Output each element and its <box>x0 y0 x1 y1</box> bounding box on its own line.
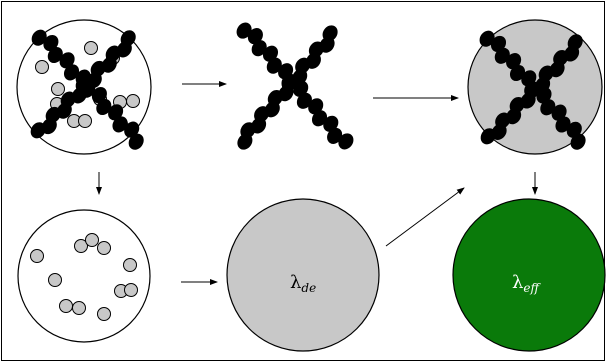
polymer-chain-network <box>236 22 354 150</box>
polymer-bead <box>293 80 309 97</box>
lambda-de-label: λde <box>290 272 316 295</box>
lambda-eff-panel: λeff <box>452 198 606 352</box>
polymer-bead <box>262 45 279 62</box>
polymer-bead <box>570 133 586 150</box>
polymer-bead <box>91 86 107 104</box>
polymer-bead <box>551 104 567 121</box>
polymer-bead <box>308 98 324 115</box>
filler-particles-panel <box>17 209 151 343</box>
lambda-eff-label: λeff <box>512 272 542 295</box>
lambda-de-disk <box>226 198 380 352</box>
polymer-bead <box>124 121 140 138</box>
composite-mixture-panel <box>16 19 152 155</box>
polymer-bead <box>30 122 46 139</box>
arrow-lambda-de-to-embedded <box>385 187 465 247</box>
mixture-polymer-chains <box>30 29 144 150</box>
filler-particle <box>35 60 49 74</box>
filler-particle <box>30 249 44 263</box>
lambda-de-panel: λde <box>226 198 380 352</box>
filler-particle <box>84 41 98 55</box>
filler-particles-circle <box>17 209 151 343</box>
polymer-bead <box>128 133 144 150</box>
polymer-bead <box>108 104 124 121</box>
polymer-bead <box>338 133 354 150</box>
polymer-bead <box>490 35 507 52</box>
isolated-filler-particles <box>30 233 138 321</box>
filler-particle <box>72 301 86 315</box>
filler-particle <box>97 307 111 321</box>
polymer-bead <box>506 53 522 70</box>
filler-particle <box>85 233 99 247</box>
filler-particle <box>97 241 111 255</box>
filler-particle <box>48 273 62 287</box>
filler-particle <box>126 94 140 108</box>
filler-particle <box>51 82 65 96</box>
polymer-bead <box>59 52 75 69</box>
lambda-eff-disk <box>452 198 606 352</box>
filler-particle <box>59 299 73 313</box>
embedded-polymer-chains <box>479 30 586 150</box>
polymer-bead <box>43 34 59 52</box>
filler-particle <box>124 283 138 297</box>
filler-particle <box>123 258 137 272</box>
polymer-bead <box>247 28 263 45</box>
filler-particle <box>74 239 88 253</box>
polymer-bead <box>480 128 496 145</box>
embedded-chains-panel <box>467 19 603 155</box>
polymer-bead <box>237 133 253 150</box>
polymer-bead <box>323 115 339 132</box>
polymer-bead <box>566 121 582 138</box>
filler-particle <box>78 114 92 128</box>
